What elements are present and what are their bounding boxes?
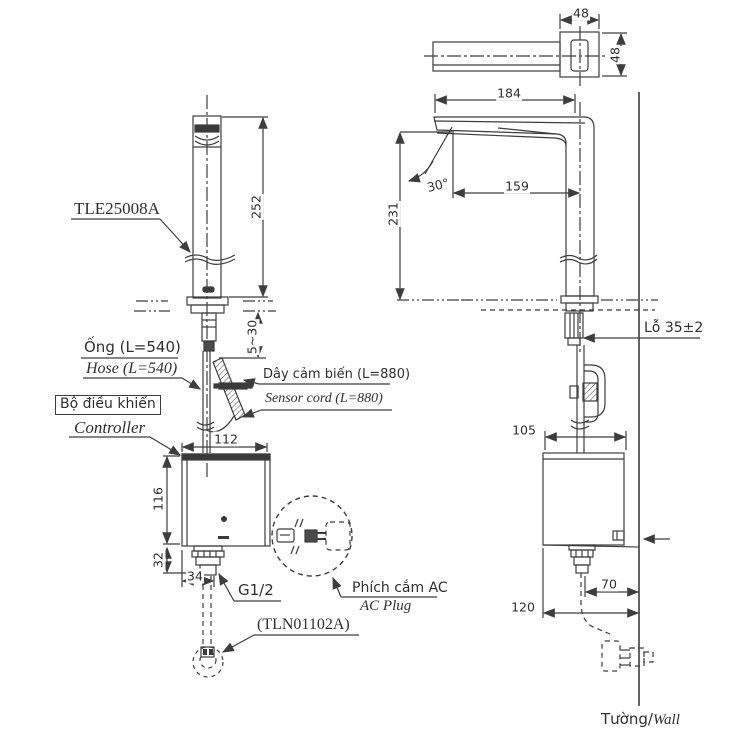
label-ac-plug-vi: Phích cắm AC bbox=[352, 580, 448, 596]
label-controller-en: Controller bbox=[74, 418, 146, 437]
front-view-hose-and-cord bbox=[196, 351, 253, 453]
dim-top-height: 48 bbox=[607, 46, 623, 64]
dim-sensor-reach: 159 bbox=[504, 178, 530, 194]
dim-fitting-offset: 32 bbox=[150, 551, 166, 569]
dim-controller-width: 112 bbox=[213, 431, 239, 447]
label-wall: Tường/Wall bbox=[601, 710, 680, 729]
leader-lines bbox=[69, 218, 437, 653]
label-sensor-cord-en: Sensor cord (L=880) bbox=[265, 391, 383, 406]
side-view-hose-and-cord bbox=[569, 345, 606, 453]
label-valve-code: (TLN01102A) bbox=[257, 616, 350, 633]
dim-height-front: 252 bbox=[248, 194, 264, 220]
dim-reach: 184 bbox=[496, 85, 522, 101]
label-ac-plug-en: AC Plug bbox=[360, 598, 412, 614]
top-view-dimensions bbox=[559, 14, 627, 77]
dim-height-side: 231 bbox=[385, 201, 401, 227]
top-view-spout bbox=[424, 26, 614, 86]
dim-fitting-width: 34 bbox=[186, 568, 204, 584]
front-view-faucet bbox=[184, 95, 236, 480]
label-hole-size: Lỗ 35±2 bbox=[644, 320, 704, 336]
side-view-counter-lines bbox=[461, 299, 658, 311]
dim-deck-thickness: 5~30 bbox=[244, 318, 260, 356]
dim-controller-height: 116 bbox=[150, 486, 166, 512]
dim-outlet-offset: 70 bbox=[600, 576, 618, 592]
ac-plug-detail-circle bbox=[271, 495, 353, 577]
front-view-counter-lines bbox=[134, 300, 276, 312]
side-view-controller bbox=[542, 452, 670, 574]
label-wall-en: Wall bbox=[652, 712, 680, 728]
label-product-code: TLE25008A bbox=[74, 199, 160, 218]
side-view-ac-cord-plug bbox=[580, 573, 654, 672]
front-view-dimensions bbox=[162, 116, 268, 587]
dim-top-width: 48 bbox=[572, 5, 590, 21]
label-hose-en: Hose (L=540) bbox=[86, 360, 178, 377]
dim-wall-offset: 120 bbox=[510, 599, 536, 615]
label-wall-vi: Tường/ bbox=[601, 710, 653, 728]
label-thread: G1/2 bbox=[238, 581, 274, 599]
dim-controller-depth: 105 bbox=[511, 422, 537, 438]
front-view-controller bbox=[181, 453, 271, 678]
label-sensor-cord-vi: Dây cảm biến (L=880) bbox=[263, 367, 411, 382]
label-controller-vi: Bộ điều khiển bbox=[55, 395, 161, 415]
label-hose-vi: Ống (L=540) bbox=[84, 338, 181, 356]
side-view-spout bbox=[433, 102, 599, 352]
